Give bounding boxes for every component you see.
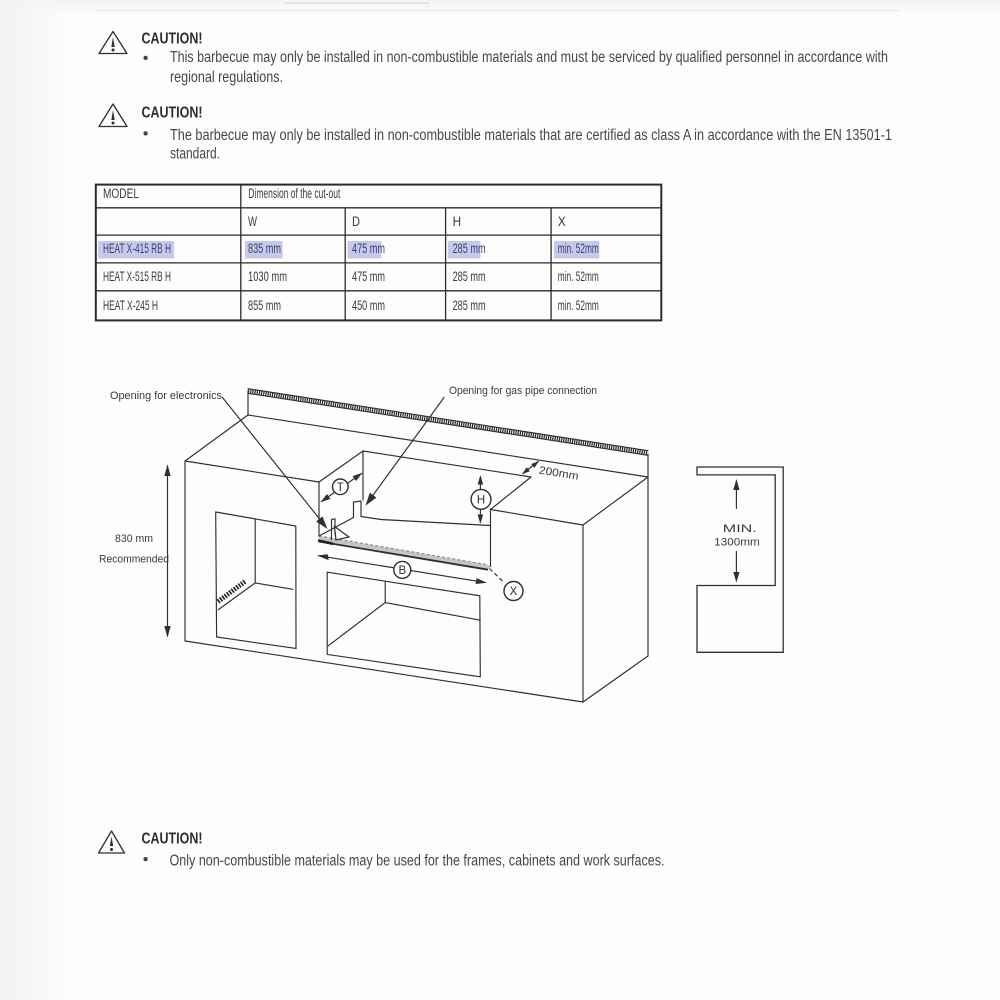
svg-text:CAUTION!: CAUTION! — [142, 831, 203, 848]
svg-text:Only non-combustible materials: Only non-combustible materials may be us… — [170, 853, 665, 870]
svg-text:HEAT X-515 RB H: HEAT X-515 RB H — [103, 269, 171, 284]
svg-text:1030 mm: 1030 mm — [248, 269, 287, 284]
svg-text:regional regulations.: regional regulations. — [170, 69, 283, 86]
svg-text:830 mm: 830 mm — [115, 533, 153, 545]
svg-text:CAUTION!: CAUTION! — [142, 31, 203, 48]
svg-text:450 mm: 450 mm — [352, 298, 385, 313]
svg-text:475 mm: 475 mm — [352, 241, 385, 256]
svg-text:MIN.: MIN. — [723, 523, 757, 535]
svg-text:This barbecue may only be inst: This barbecue may only be installed in n… — [170, 49, 888, 66]
svg-text:X: X — [510, 586, 518, 598]
svg-text:285 mm: 285 mm — [453, 241, 486, 256]
svg-text:CAUTION!: CAUTION! — [142, 104, 203, 121]
svg-text:855 mm: 855 mm — [248, 298, 281, 313]
svg-text:min. 52mm: min. 52mm — [558, 298, 599, 313]
svg-text:285 mm: 285 mm — [453, 298, 486, 313]
svg-text:HEAT X-415 RB H: HEAT X-415 RB H — [103, 241, 171, 256]
svg-text:835 mm: 835 mm — [248, 241, 281, 256]
svg-text:H: H — [453, 214, 462, 229]
svg-text:1300mm: 1300mm — [714, 537, 760, 549]
svg-text:Recommended: Recommended — [99, 554, 169, 566]
svg-text:Opening for electronics: Opening for electronics — [110, 390, 222, 402]
svg-text:MODEL: MODEL — [103, 186, 139, 201]
svg-text:285 mm: 285 mm — [453, 269, 486, 284]
svg-text:min. 52mm: min. 52mm — [558, 241, 599, 256]
svg-text:standard.: standard. — [170, 146, 220, 163]
svg-text:Opening for gas pipe connectio: Opening for gas pipe connection — [449, 385, 597, 397]
svg-text:The barbecue may only be insta: The barbecue may only be installed in no… — [170, 127, 892, 144]
svg-text:T: T — [337, 482, 344, 494]
svg-text:Dimension of the cut-out: Dimension of the cut-out — [248, 186, 340, 201]
svg-text:X: X — [558, 214, 566, 229]
svg-text:200mm: 200mm — [538, 465, 579, 483]
svg-text:B: B — [398, 565, 406, 577]
svg-text:HEAT X-245 H: HEAT X-245 H — [103, 298, 158, 313]
svg-text:W: W — [248, 214, 257, 229]
svg-text:H: H — [477, 495, 485, 507]
svg-text:475 mm: 475 mm — [352, 269, 385, 284]
svg-text:min. 52mm: min. 52mm — [558, 269, 599, 284]
svg-text:D: D — [352, 214, 360, 229]
